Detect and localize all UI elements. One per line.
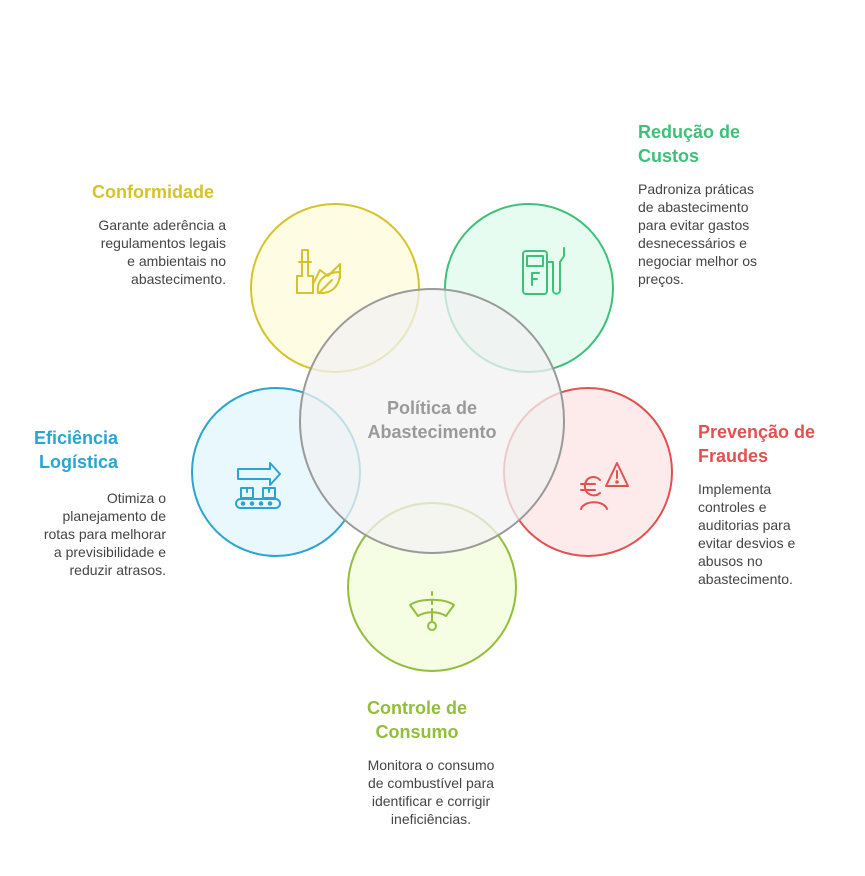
gauge-icon bbox=[409, 591, 455, 631]
conveyor-arrow-icon bbox=[235, 462, 281, 509]
consumo-description: Monitora o consumo de combustível para i… bbox=[367, 757, 495, 827]
consumo-title: Controle de Consumo bbox=[366, 698, 467, 742]
conformidade-description: Garante aderência a regulamentos legais … bbox=[98, 217, 226, 287]
fraudes-title: Prevenção de Fraudes bbox=[698, 422, 816, 466]
eficiencia-title: Eficiência Logística bbox=[33, 428, 118, 472]
center-label: Política de Abastecimento bbox=[367, 398, 497, 442]
fuel-pump-icon bbox=[522, 247, 565, 295]
factory-leaf-icon bbox=[296, 249, 341, 295]
reducao-description: Padroniza práticas de abastecimento para… bbox=[638, 181, 758, 287]
conformidade-title: Conformidade bbox=[91, 182, 214, 202]
euro-warning-person-icon bbox=[580, 462, 629, 510]
fraudes-description: Implementa controles e auditorias para e… bbox=[698, 481, 796, 587]
center-circle bbox=[299, 288, 565, 554]
reducao-title: Redução de Custos bbox=[638, 122, 741, 166]
eficiencia-description: Otimiza o planejamento de rotas para mel… bbox=[43, 490, 166, 578]
